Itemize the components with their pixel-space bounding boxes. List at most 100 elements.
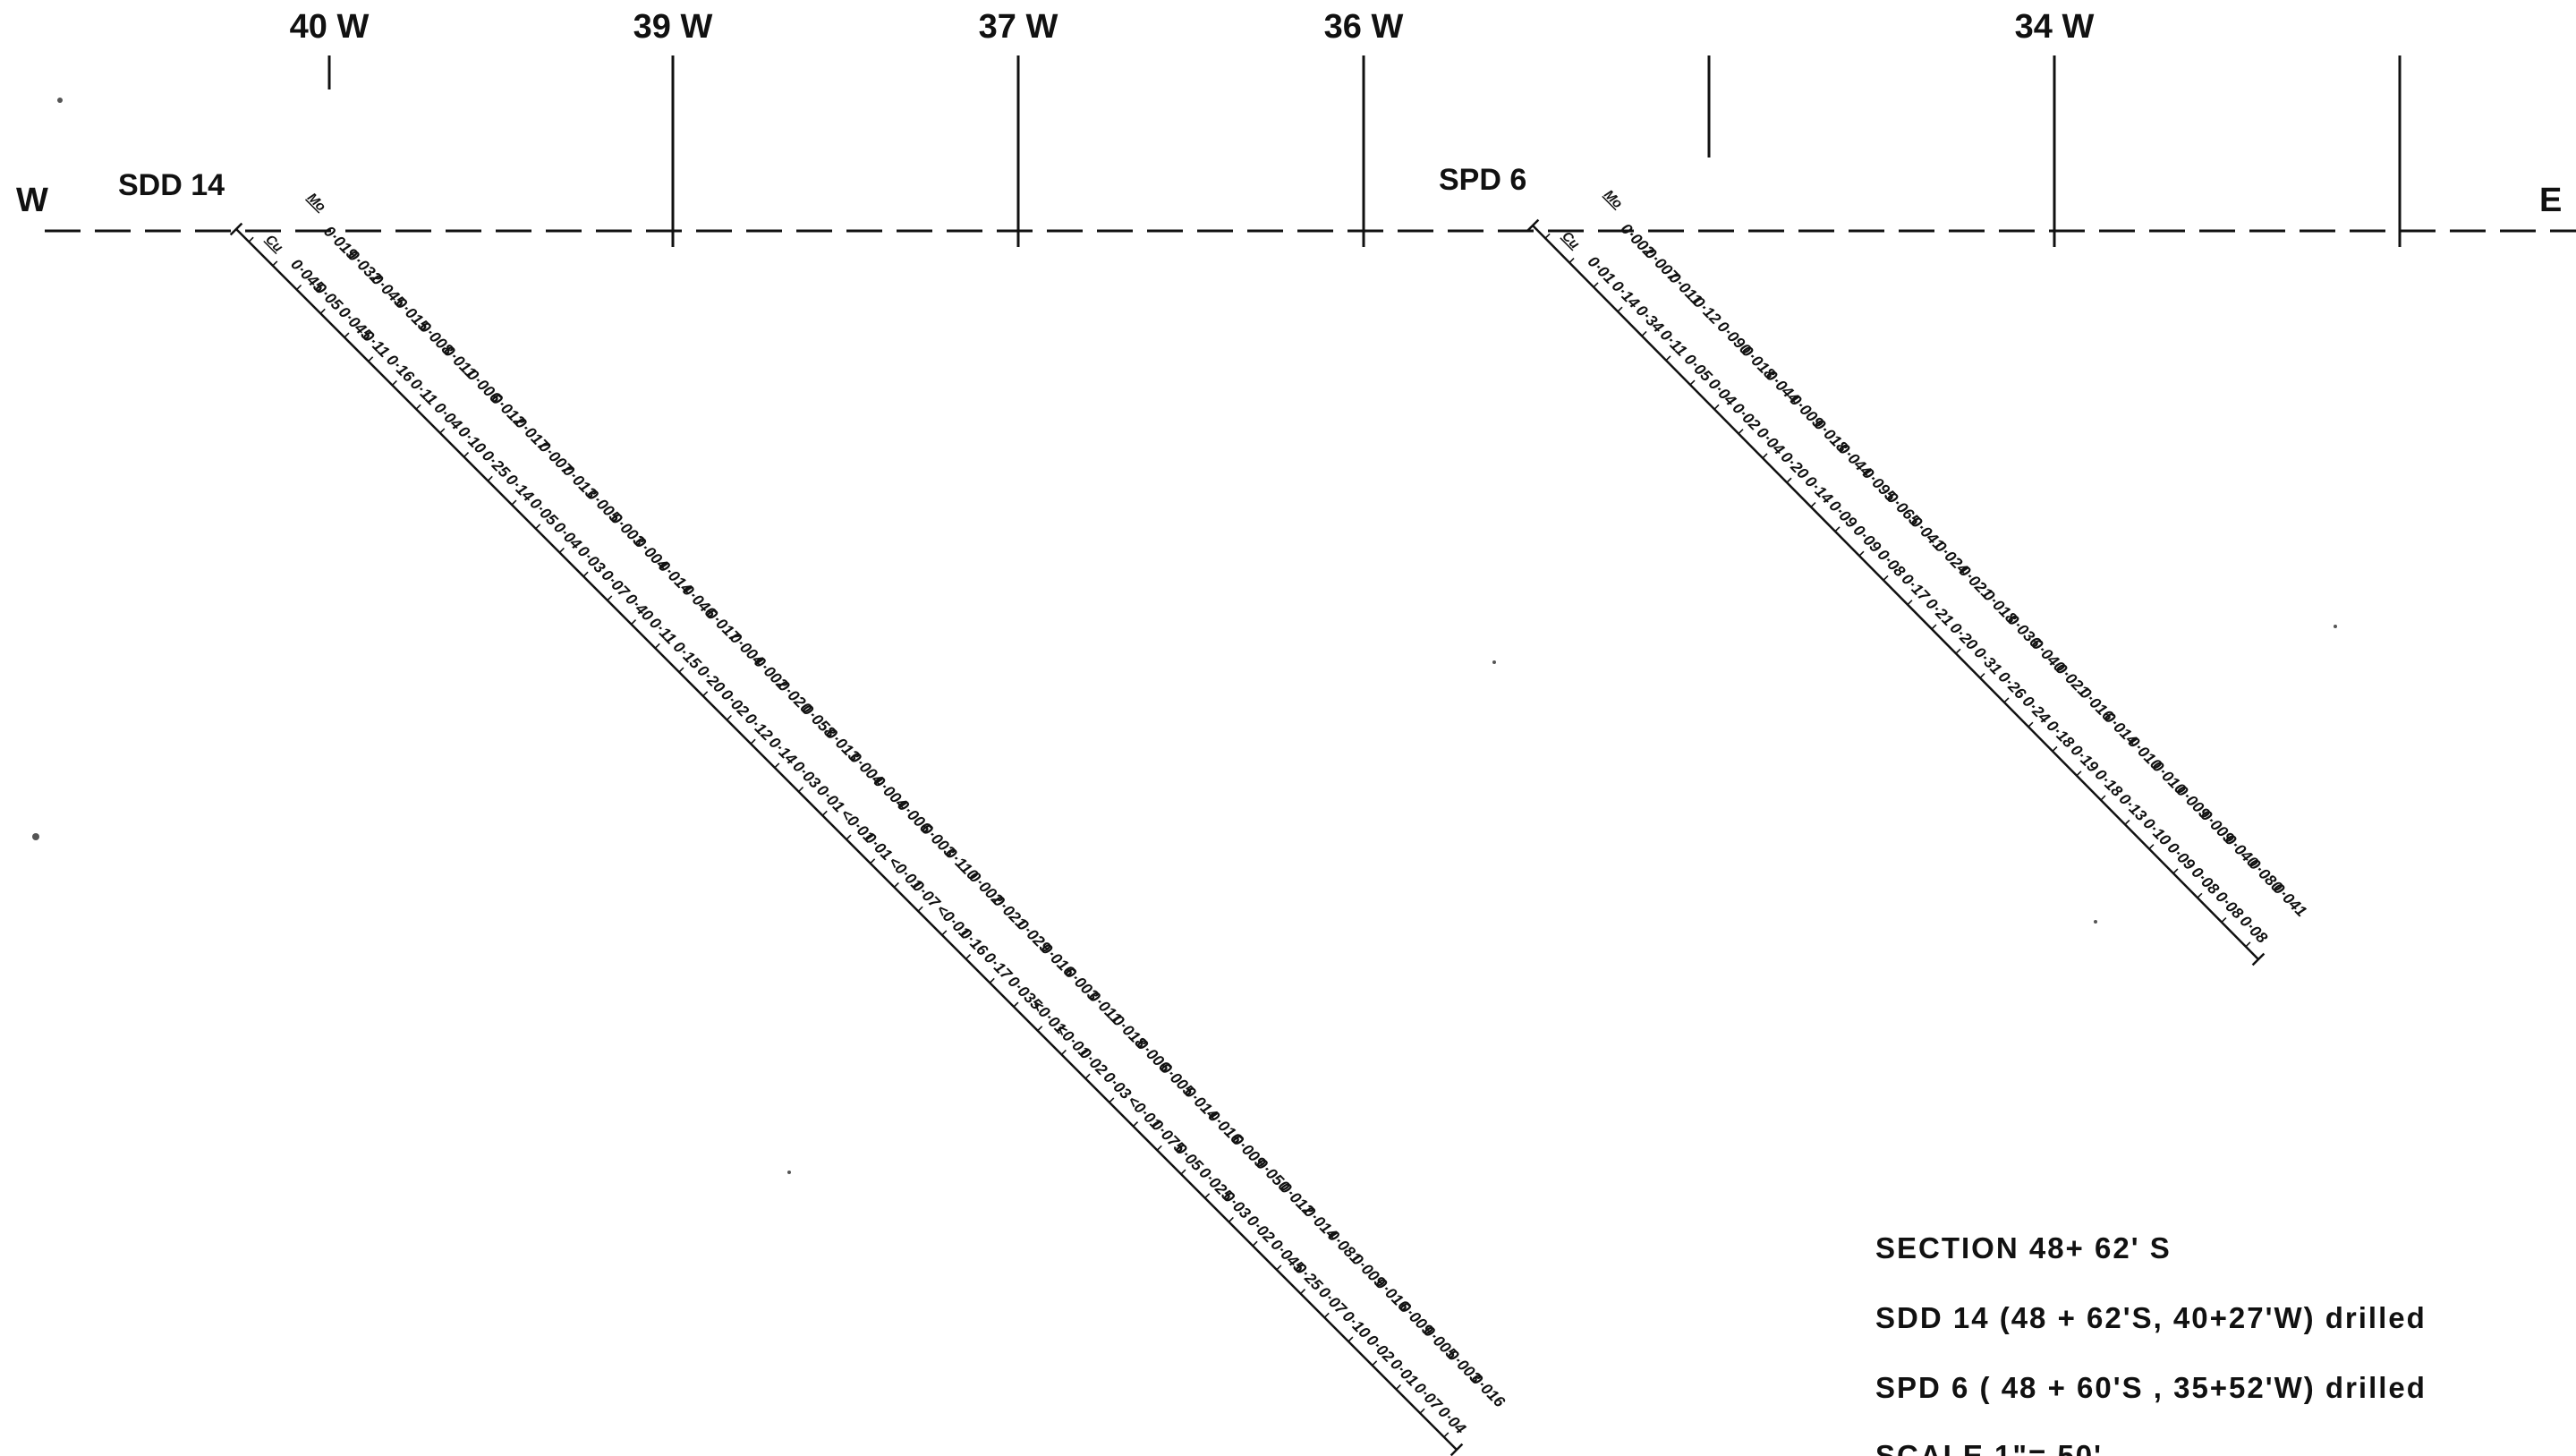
sample-tick (1133, 1121, 1139, 1128)
sample-tick (511, 499, 517, 506)
grid-line-40w: 40 W (290, 8, 370, 89)
grid-label: 34 W (2015, 8, 2095, 46)
mo-header: Mo (1601, 187, 1625, 211)
sample-tick (1931, 624, 1937, 630)
sample-tick (1109, 1097, 1115, 1103)
sample-tick (1593, 282, 1599, 288)
cu-header: Cu (262, 232, 285, 255)
grid-line-36w: 36 W (1324, 8, 1404, 247)
sample-tick (2124, 819, 2130, 825)
mo-assay: 0·016 (1467, 1370, 1509, 1411)
mo-header: Mo (304, 190, 328, 214)
sample-tick (1834, 526, 1841, 532)
sample-tick (702, 691, 709, 697)
sample-tick (821, 810, 828, 816)
sample-tick (1252, 1240, 1258, 1247)
sample-tick (463, 452, 470, 458)
sample-tick (798, 787, 804, 793)
sample-tick (248, 236, 254, 243)
sample-tick (2100, 795, 2106, 801)
west-label: W (16, 182, 48, 219)
sample-tick (391, 379, 397, 386)
sample-tick (1084, 1073, 1091, 1079)
sample-tick (2245, 941, 2251, 948)
sample-tick (1156, 1145, 1162, 1151)
sample-tick (1786, 477, 1792, 483)
mo-assay: 0·041 (2269, 879, 2310, 920)
sample-tick (1300, 1289, 1306, 1295)
hole-label-spd6: SPD 6 (1439, 163, 1526, 197)
scan-specks (32, 98, 2337, 1174)
sample-tick (1858, 550, 1865, 557)
sample-tick (272, 260, 278, 267)
sample-tick (1395, 1384, 1401, 1390)
grid-line-34w: 34 W (2015, 8, 2095, 247)
sample-tick (1883, 575, 1889, 581)
sample-tick (487, 475, 493, 481)
grid-label: 36 W (1324, 8, 1404, 46)
grid-label: 39 W (633, 8, 713, 46)
legend-spd6: SPD 6 ( 48 + 60'S , 35+52'W) drilled (1875, 1371, 2427, 1404)
sample-tick (989, 977, 995, 983)
sample-tick (319, 308, 326, 314)
sample-tick (1641, 330, 1647, 336)
grid-line-37w: 37 W (979, 8, 1058, 247)
sample-tick (678, 667, 684, 673)
end-cap (1450, 1443, 1464, 1456)
sample-tick (1204, 1193, 1211, 1199)
sample-tick (1617, 306, 1623, 312)
sample-tick (2221, 916, 2227, 924)
hole-label-sdd14: SDD 14 (118, 168, 225, 202)
sample-tick (1228, 1216, 1234, 1222)
sample-tick (870, 858, 876, 864)
end-cap (2251, 952, 2266, 966)
grid-label: 40 W (290, 8, 370, 46)
sample-tick (368, 356, 374, 362)
sample-tick (558, 547, 565, 553)
legend-scale: SCALE 1"= 50' (1875, 1439, 2103, 1456)
sample-tick (1323, 1312, 1330, 1318)
sample-tick (917, 906, 923, 912)
collar-cap (229, 222, 243, 236)
drill-hole-sdd14: CuMo0·0450·0190·050·0320·0450·0450·110·0… (229, 190, 1509, 1456)
sample-tick (535, 524, 541, 530)
sample-tick (2076, 771, 2082, 777)
drill-hole-spd6: CuMo0·010·0020·140·0070·340·0110·110·120… (1526, 187, 2310, 966)
sample-tick (1955, 648, 1961, 654)
sample-tick (941, 930, 948, 936)
sample-tick (582, 571, 589, 577)
legend: SECTION 48+ 62' S SDD 14 (48 + 62'S, 40+… (1875, 1231, 2427, 1456)
sample-tick (2197, 892, 2203, 898)
grid-line-39w: 39 W (633, 8, 713, 247)
sample-tick (1037, 1026, 1043, 1032)
sample-tick (1713, 404, 1720, 410)
sample-tick (439, 428, 446, 434)
sample-tick (654, 643, 660, 649)
sample-tick (1372, 1360, 1378, 1367)
sample-tick (1569, 258, 1575, 264)
sample-tick (2028, 721, 2034, 728)
sample-tick (607, 595, 613, 601)
sample-tick (1689, 379, 1696, 386)
sample-tick (2003, 697, 2010, 703)
collar-cap (1526, 218, 1540, 233)
sample-tick (750, 738, 756, 745)
sample-tick (1762, 453, 1768, 459)
legend-sdd14: SDD 14 (48 + 62'S, 40+27'W) drilled (1875, 1301, 2427, 1334)
sample-tick (1180, 1169, 1186, 1175)
sample-tick (415, 404, 421, 410)
sample-tick (1060, 1049, 1067, 1055)
sample-tick (1738, 429, 1744, 435)
sample-tick (1544, 233, 1551, 239)
sample-tick (1665, 355, 1671, 362)
sample-tick (344, 332, 350, 338)
sample-tick (1443, 1432, 1450, 1438)
sample-tick (1907, 600, 1913, 606)
sample-tick (2148, 844, 2155, 850)
hole-trace (1532, 225, 2259, 960)
sample-tick (631, 619, 637, 626)
sample-tick (774, 762, 780, 769)
sample-tick (2172, 868, 2179, 874)
sample-tick (1348, 1336, 1354, 1342)
